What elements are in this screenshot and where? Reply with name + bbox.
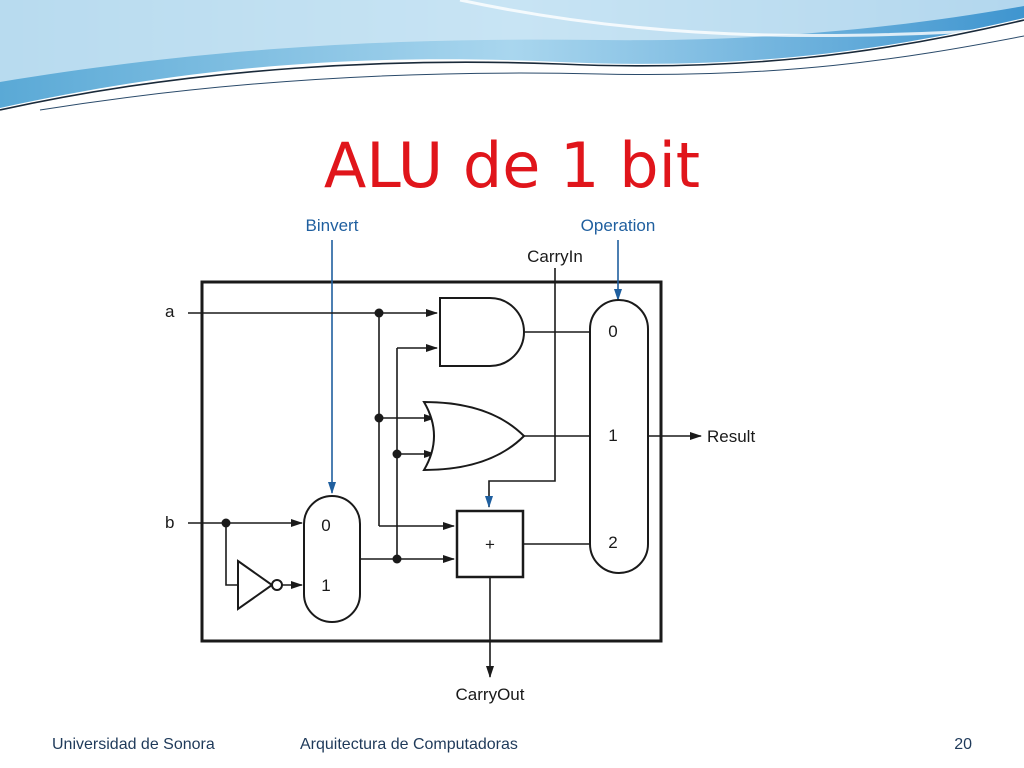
result-label: Result [707, 427, 755, 446]
operation-label: Operation [581, 216, 656, 235]
inverter-bubble [271, 579, 283, 591]
carryin-label: CarryIn [527, 247, 583, 266]
result-mux-input-1-label: 1 [608, 426, 617, 445]
carryin-line [485, 268, 556, 508]
binvert-mux [303, 495, 361, 623]
alu-1bit-diagram: Binvert Operation CarryIn a b 0 1 + Carr… [165, 216, 755, 704]
slide-title: ALU de 1 bit [323, 129, 701, 202]
alu-bounding-box [200, 280, 663, 643]
result-mux-input-2-label: 2 [608, 533, 617, 552]
footer-course: Arquitectura de Computadoras [300, 736, 518, 753]
and-gate [439, 297, 525, 367]
adder-symbol: + [485, 535, 495, 554]
binvert-mux-input-1-label: 1 [321, 576, 330, 595]
wire-b-to-inverter [225, 523, 238, 586]
result-mux-input-0-label: 0 [608, 322, 617, 341]
binvert-label: Binvert [306, 216, 359, 235]
footer-institution: Universidad de Sonora [52, 736, 215, 753]
carryout-label: CarryOut [456, 685, 525, 704]
result-mux [589, 299, 649, 574]
inverter-gate [237, 559, 274, 611]
input-a-label: a [165, 302, 175, 321]
input-b-label: b [165, 513, 174, 532]
footer-page-number: 20 [954, 736, 972, 753]
or-gate [422, 400, 526, 472]
binvert-mux-input-0-label: 0 [321, 516, 330, 535]
header-wave-decoration [0, 0, 1024, 111]
